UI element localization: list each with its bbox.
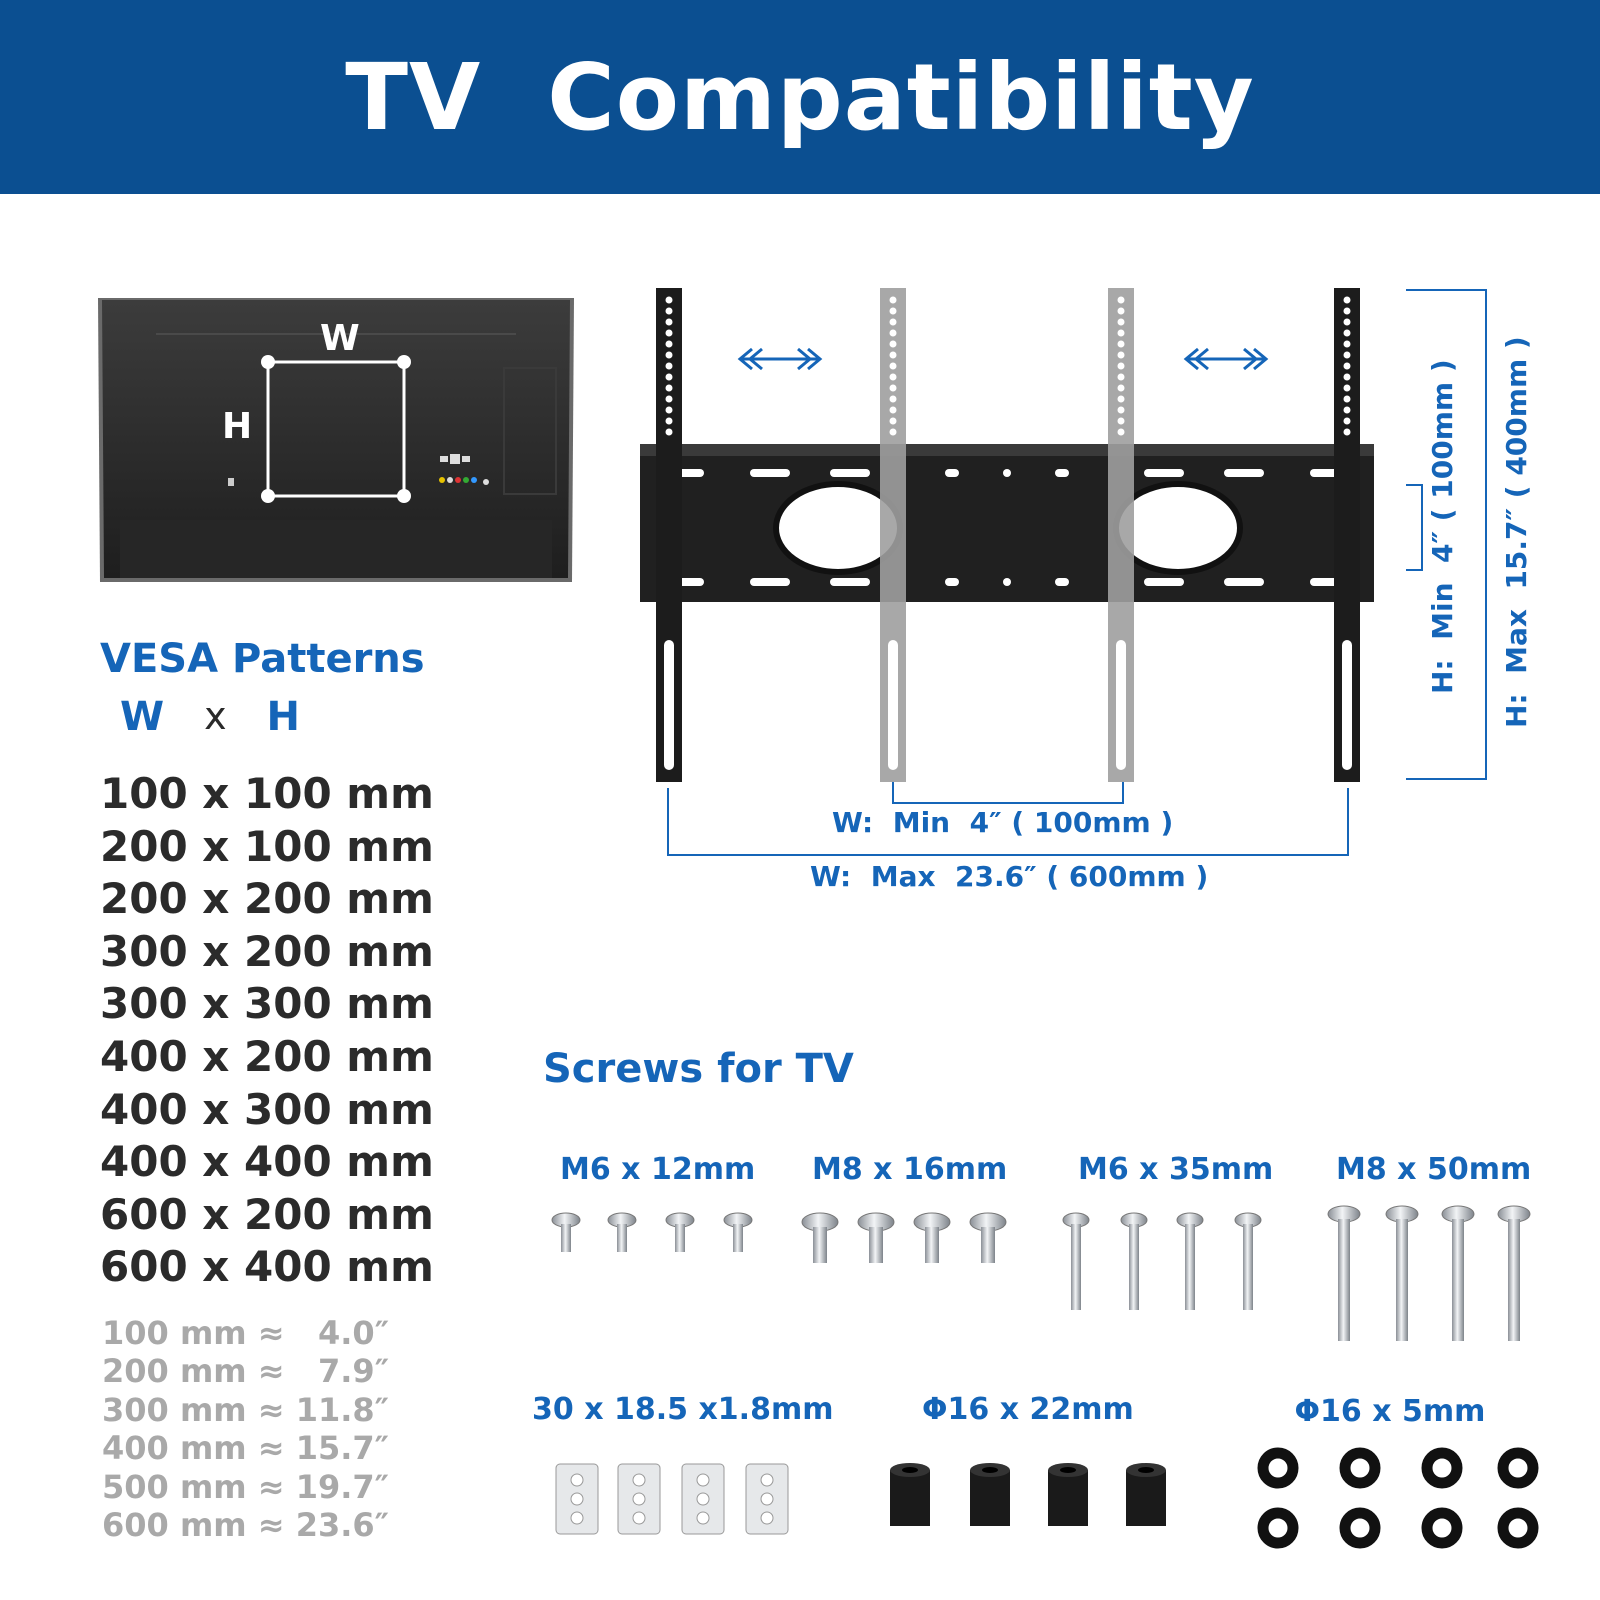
washer-label-30x18: 30 x 18.5 x1.8mm [532, 1392, 834, 1427]
spacer-icon [890, 1463, 1166, 1526]
screw-label-m6x35: M6 x 35mm [1078, 1152, 1274, 1187]
width-max-label: W: Max 23.6″ ( 600mm ) [810, 860, 1209, 893]
list-item: 600 x 400 mm [100, 1242, 434, 1292]
rect-washer-icon [555, 1463, 789, 1535]
width-min-label: W: Min 4″ ( 100mm ) [832, 806, 1174, 839]
list-item: 200 x 200 mm [100, 874, 434, 924]
vesa-w-label: W [120, 694, 165, 740]
list-item: 400 mm ≈ 15.7″ [102, 1429, 389, 1468]
list-item: 300 x 300 mm [100, 979, 434, 1029]
list-item: 500 mm ≈ 19.7″ [102, 1467, 389, 1506]
inner-arm-left [880, 288, 906, 782]
tv-height-label: H [222, 406, 253, 447]
screw-m8x50-icon [1327, 1205, 1531, 1341]
vesa-h-label: H [266, 694, 300, 740]
vesa-wh-header: W x H [120, 694, 300, 740]
washer-label-16x5: Φ16 x 5mm [1294, 1394, 1486, 1429]
list-item: 600 mm ≈ 23.6″ [102, 1505, 389, 1544]
screw-label-m6x12: M6 x 12mm [560, 1152, 756, 1187]
screw-m6x35-icon [1062, 1212, 1262, 1310]
hardware-illustrations [551, 1205, 1539, 1549]
mount-bracket-illustration [640, 288, 1487, 856]
screw-label-m8x50: M8 x 50mm [1336, 1152, 1532, 1187]
screw-label-m8x16: M8 x 16mm [812, 1152, 1008, 1187]
screws-title: Screws for TV [543, 1046, 854, 1092]
list-item: 200 mm ≈ 7.9″ [102, 1352, 389, 1391]
tv-width-label: W [320, 318, 360, 359]
list-item: 600 x 200 mm [100, 1189, 434, 1239]
list-item: 400 x 400 mm [100, 1137, 434, 1187]
tv-ports-icon [439, 454, 489, 485]
round-washer-icon [1257, 1447, 1539, 1549]
slide-arrows-icon [737, 347, 1269, 371]
inner-arm-right [1108, 288, 1134, 782]
spacer-label-16x22: Φ16 x 22mm [922, 1392, 1134, 1427]
outer-arm-left [656, 288, 682, 782]
vesa-x-label: x [204, 694, 227, 738]
list-item: 200 x 100 mm [100, 821, 434, 871]
mm-inch-conversion-list: 100 mm ≈ 4.0″ 200 mm ≈ 7.9″ 300 mm ≈ 11.… [102, 1314, 389, 1544]
list-item: 100 mm ≈ 4.0″ [102, 1314, 389, 1352]
height-max-label: H: Max 15.7″ ( 400mm ) [1500, 336, 1533, 728]
list-item: 400 x 200 mm [100, 1031, 434, 1081]
vesa-patterns-title: VESA Patterns [100, 636, 425, 682]
outer-arm-right [1334, 288, 1360, 782]
screw-m8x16-icon [801, 1212, 1007, 1263]
header-banner: TV Compatibility [0, 0, 1600, 194]
list-item: 400 x 300 mm [100, 1084, 434, 1134]
page-title: TV Compatibility [345, 43, 1255, 151]
list-item: 100 x 100 mm [100, 769, 434, 818]
vesa-pattern-list: 100 x 100 mm 200 x 100 mm 200 x 200 mm 3… [100, 768, 434, 1294]
tv-back-illustration [98, 298, 574, 582]
list-item: 300 x 200 mm [100, 926, 434, 976]
list-item: 300 mm ≈ 11.8″ [102, 1390, 389, 1429]
screw-m6x12-icon [551, 1212, 753, 1252]
height-min-label: H: Min 4″ ( 100mm ) [1426, 359, 1459, 694]
